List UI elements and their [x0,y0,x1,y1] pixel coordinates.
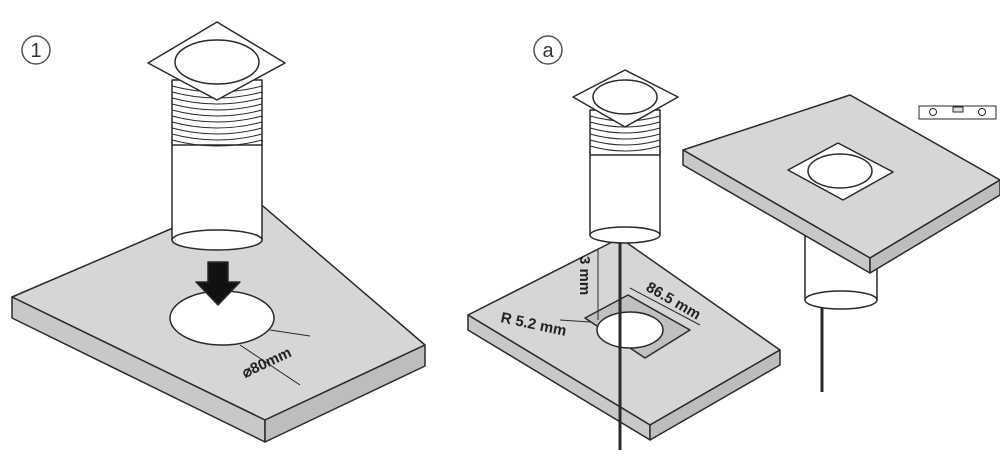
depth-label: 3 mm [576,256,593,295]
countertop-slab-1: ⌀80mm [11,194,426,443]
countertop-slab-2: 3 mm 86.5 mm R 5.2 mm [467,237,781,441]
step-a-label: a [542,40,554,62]
step-1-marker: 1 [21,35,51,65]
socket-unit-1 [147,21,286,251]
countertop-slab-3 [682,94,1000,274]
spirit-level-icon [918,105,997,120]
down-arrow-icon [195,261,241,306]
step-a-marker: a [533,35,563,65]
socket-unit-2 [572,69,679,450]
step-1-label: 1 [30,40,41,62]
